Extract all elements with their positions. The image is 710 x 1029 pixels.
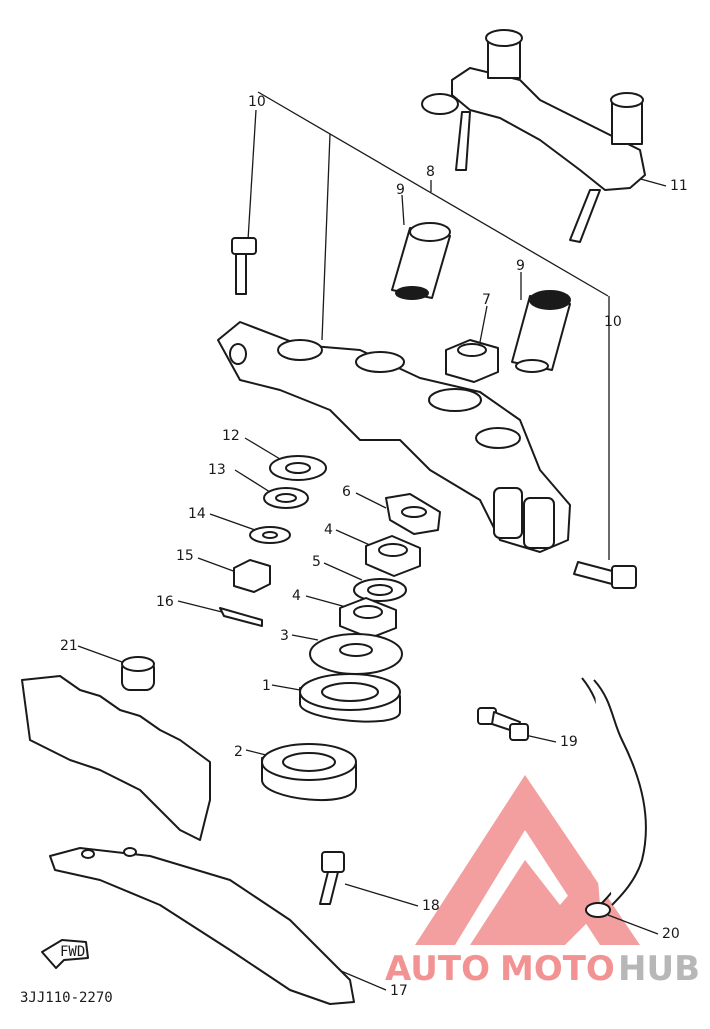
nut-7: [445, 339, 499, 383]
callout-10-upper: 10: [248, 94, 266, 110]
callout-17: 17: [390, 983, 408, 999]
callout-2: 2: [234, 744, 243, 760]
diagram-code: 3JJ110-2270: [20, 990, 113, 1006]
callout-labels: 10 8 9 11 9 7 10 12 13 6 14 4 15 5 16 4 …: [60, 94, 688, 999]
bolt-right: [573, 561, 637, 589]
cotter-pin-16: [219, 607, 263, 627]
nut-15: [233, 559, 271, 593]
callout-15: 15: [176, 548, 194, 564]
callout-4-lower: 4: [292, 588, 301, 604]
fwd-label: FWD: [60, 944, 85, 960]
watermark-moto: MOTO: [500, 949, 615, 989]
callout-9-left: 9: [396, 182, 405, 198]
leader-lines: [77, 91, 667, 991]
lock-washer-6: [385, 493, 441, 535]
hose-20: [581, 677, 647, 918]
cover-plate: [21, 675, 211, 841]
callout-4-upper: 4: [324, 522, 333, 538]
ring-nut-4-lower: [339, 597, 397, 639]
steering-crown: [217, 321, 571, 553]
callout-18: 18: [422, 898, 440, 914]
bearing-2: [261, 743, 357, 802]
callout-3: 3: [280, 628, 289, 644]
callout-12: 12: [222, 428, 240, 444]
under-guard-17: [49, 847, 355, 1005]
watermark-text: AUTO MOTO HUB: [385, 949, 700, 989]
bolt-upper-left: [231, 237, 257, 295]
watermark-auto: AUTO: [385, 949, 490, 989]
cover-3: [309, 633, 403, 675]
watermark-logo: [415, 775, 640, 945]
damper-right: [511, 290, 571, 373]
fwd-arrow: FWD: [41, 939, 89, 969]
callout-8: 8: [426, 164, 435, 180]
watermark-inner-m: [470, 860, 628, 945]
handlebar-holder-upper: [421, 29, 646, 243]
callout-1: 1: [262, 678, 271, 694]
callout-10-right: 10: [604, 314, 622, 330]
callout-11: 11: [670, 178, 688, 194]
bolt-19: [477, 707, 529, 741]
washer-12: [269, 455, 327, 481]
washer-5: [353, 578, 407, 602]
ring-nut-4-upper: [365, 535, 421, 577]
bearing-1: [299, 673, 401, 723]
callout-21: 21: [60, 638, 78, 654]
callout-14: 14: [188, 506, 206, 522]
watermark-hub: HUB: [618, 949, 700, 989]
callout-6: 6: [342, 484, 351, 500]
callout-5: 5: [312, 554, 321, 570]
callout-7: 7: [482, 292, 491, 308]
callout-16: 16: [156, 594, 174, 610]
grommet-21: [121, 656, 155, 691]
callout-9-right: 9: [516, 258, 525, 274]
callout-20: 20: [662, 926, 680, 942]
bolt-18: [319, 851, 345, 905]
callout-13: 13: [208, 462, 226, 478]
washer-13: [263, 487, 309, 509]
callout-19: 19: [560, 734, 578, 750]
damper-left: [391, 222, 451, 300]
washer-14: [249, 526, 291, 544]
